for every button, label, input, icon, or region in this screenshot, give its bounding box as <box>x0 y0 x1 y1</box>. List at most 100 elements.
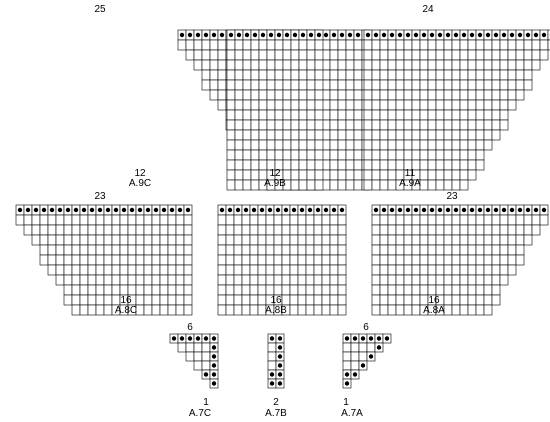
stitch-cell <box>290 59 300 71</box>
stitch-cell <box>313 264 323 276</box>
stitch-cell <box>499 214 509 226</box>
purl-dot-icon <box>339 32 345 38</box>
stitch-cell <box>266 129 276 141</box>
stitch-cell <box>217 89 227 101</box>
stitch-cell <box>249 214 259 226</box>
stitch-cell <box>119 274 129 286</box>
stitch-cell <box>111 294 121 306</box>
stitch-cell <box>475 89 485 101</box>
stitch-cell <box>297 304 307 316</box>
stitch-cell <box>515 254 525 266</box>
purl-dot-icon <box>277 354 283 359</box>
stitch-cell <box>379 169 389 181</box>
purl-dot-icon <box>352 336 358 341</box>
stitch-cell <box>193 342 203 353</box>
purl-dot-icon <box>316 32 322 38</box>
stitch-cell <box>314 89 324 101</box>
stitch-cell <box>297 274 307 286</box>
stitch-cell <box>467 159 477 171</box>
stitch-cell <box>313 234 323 246</box>
stitch-cell <box>225 304 235 316</box>
stitch-cell <box>531 39 541 51</box>
stitch-cell <box>226 49 236 61</box>
stitch-cell <box>459 274 469 286</box>
stitch-cell <box>234 59 244 71</box>
stitch-cell <box>467 129 477 141</box>
stitch-grid <box>169 333 219 389</box>
stitch-cell <box>387 119 397 131</box>
stitch-cell <box>379 69 389 81</box>
stitch-cell <box>314 109 324 121</box>
stitch-grid <box>217 204 347 316</box>
stitch-cell <box>353 169 363 181</box>
stitch-cell <box>451 149 461 161</box>
stitch-cell <box>103 284 113 296</box>
stitch-cell <box>183 214 193 226</box>
stitch-cell <box>337 89 347 101</box>
stitch-cell <box>234 179 244 191</box>
stitch-cell <box>363 59 373 71</box>
stitch-cell <box>419 294 429 306</box>
stitch-cell <box>321 224 331 236</box>
stitch-cell <box>15 214 25 226</box>
purl-dot-icon <box>284 32 290 38</box>
stitch-cell <box>419 254 429 266</box>
stitch-cell <box>250 129 260 141</box>
stitch-grid <box>15 204 193 316</box>
stitch-cell <box>241 214 251 226</box>
stitch-cell <box>427 49 437 61</box>
stitch-cell <box>321 304 331 316</box>
purl-dot-icon <box>477 32 483 38</box>
stitch-cell <box>387 234 397 246</box>
stitch-cell <box>79 254 89 266</box>
stitch-cell <box>241 224 251 236</box>
stitch-cell <box>225 274 235 286</box>
stitch-cell <box>71 254 81 266</box>
stitch-cell <box>507 264 517 276</box>
stitch-cell <box>379 254 389 266</box>
stitch-cell <box>467 274 477 286</box>
stitch-cell <box>242 59 252 71</box>
stitch-cell <box>395 129 405 141</box>
stitch-cell <box>257 254 267 266</box>
purl-dot-icon <box>211 381 217 386</box>
stitch-cell <box>403 274 413 286</box>
purl-dot-icon <box>277 363 283 368</box>
stitch-cell <box>395 304 405 316</box>
stitch-cell <box>79 304 89 316</box>
stitch-cell <box>451 129 461 141</box>
stitch-cell <box>459 304 469 316</box>
stitch-cell <box>523 79 533 91</box>
stitch-cell <box>201 351 211 362</box>
stitch-cell <box>467 39 477 51</box>
stitch-cell <box>515 49 525 61</box>
stitch-cell <box>459 109 469 121</box>
stitch-cell <box>313 224 323 236</box>
stitch-cell <box>371 284 381 296</box>
stitch-cell <box>233 264 243 276</box>
stitch-cell <box>175 294 185 306</box>
purl-dot-icon <box>49 207 55 213</box>
stitch-cell <box>451 244 461 256</box>
stitch-cell <box>387 149 397 161</box>
stitch-cell <box>167 224 177 236</box>
stitch-cell <box>531 59 541 71</box>
stitch-cell <box>515 39 525 51</box>
stitch-cell <box>350 351 360 362</box>
stitch-cell <box>185 351 195 362</box>
stitch-cell <box>265 254 275 266</box>
stitch-cell <box>79 264 89 276</box>
stitch-cell <box>103 264 113 276</box>
stitch-cell <box>337 59 347 71</box>
stitch-cell <box>257 274 267 286</box>
stitch-cell <box>183 244 193 256</box>
stitch-cell <box>467 284 477 296</box>
stitch-cell <box>337 149 347 161</box>
stitch-cell <box>483 49 493 61</box>
stitch-cell <box>411 119 421 131</box>
stitch-cell <box>507 39 517 51</box>
stitch-cell <box>387 179 397 191</box>
stitch-cell <box>71 214 81 226</box>
stitch-cell <box>459 129 469 141</box>
stitch-cell <box>371 159 381 171</box>
